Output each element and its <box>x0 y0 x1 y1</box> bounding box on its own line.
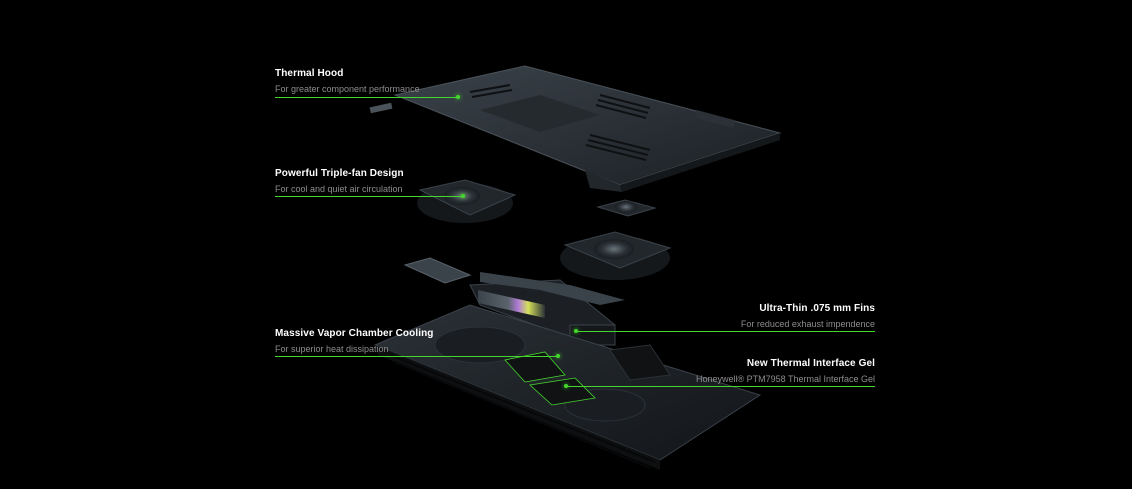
fan-right <box>560 231 672 280</box>
callout-title: Massive Vapor Chamber Cooling <box>275 328 434 339</box>
laptop-base-chassis <box>373 304 762 470</box>
callout-title: Thermal Hood <box>275 68 344 79</box>
vapor-chamber-assembly <box>403 257 625 346</box>
leader-line-thin-fins <box>576 331 875 332</box>
fan-small <box>596 199 657 217</box>
callout-interface-gel: New Thermal Interface Gel Honeywell® PTM… <box>696 357 875 385</box>
callout-triple-fan: Powerful Triple-fan Design For cool and … <box>275 167 404 195</box>
leader-line-thermal-hood <box>275 97 458 98</box>
callout-thermal-hood: Thermal Hood For greater component perfo… <box>275 67 420 95</box>
callout-title: Ultra-Thin .075 mm Fins <box>759 303 875 314</box>
leader-dot-interface-gel <box>564 384 568 388</box>
leader-line-interface-gel <box>566 386 875 387</box>
thermal-hood-panel <box>369 65 782 192</box>
callout-title: New Thermal Interface Gel <box>746 358 875 369</box>
callout-description: For cool and quiet air circulation <box>275 184 403 194</box>
leader-dot-vapor-chamber <box>556 354 560 358</box>
callout-vapor-chamber: Massive Vapor Chamber Cooling For superi… <box>275 327 434 355</box>
callout-description: Honeywell® PTM7958 Thermal Interface Gel <box>695 374 875 384</box>
leader-line-triple-fan <box>275 196 463 197</box>
leader-dot-thin-fins <box>574 329 578 333</box>
callout-description: For reduced exhaust impendence <box>740 319 875 329</box>
callout-description: For superior heat dissipation <box>275 344 389 354</box>
callout-thin-fins: Ultra-Thin .075 mm Fins For reduced exha… <box>741 302 875 330</box>
callout-description: For greater component performance <box>275 84 420 94</box>
leader-dot-triple-fan <box>461 194 465 198</box>
fan-left <box>417 179 517 223</box>
callout-title: Powerful Triple-fan Design <box>275 168 404 179</box>
leader-dot-thermal-hood <box>456 95 460 99</box>
leader-line-vapor-chamber <box>275 356 558 357</box>
